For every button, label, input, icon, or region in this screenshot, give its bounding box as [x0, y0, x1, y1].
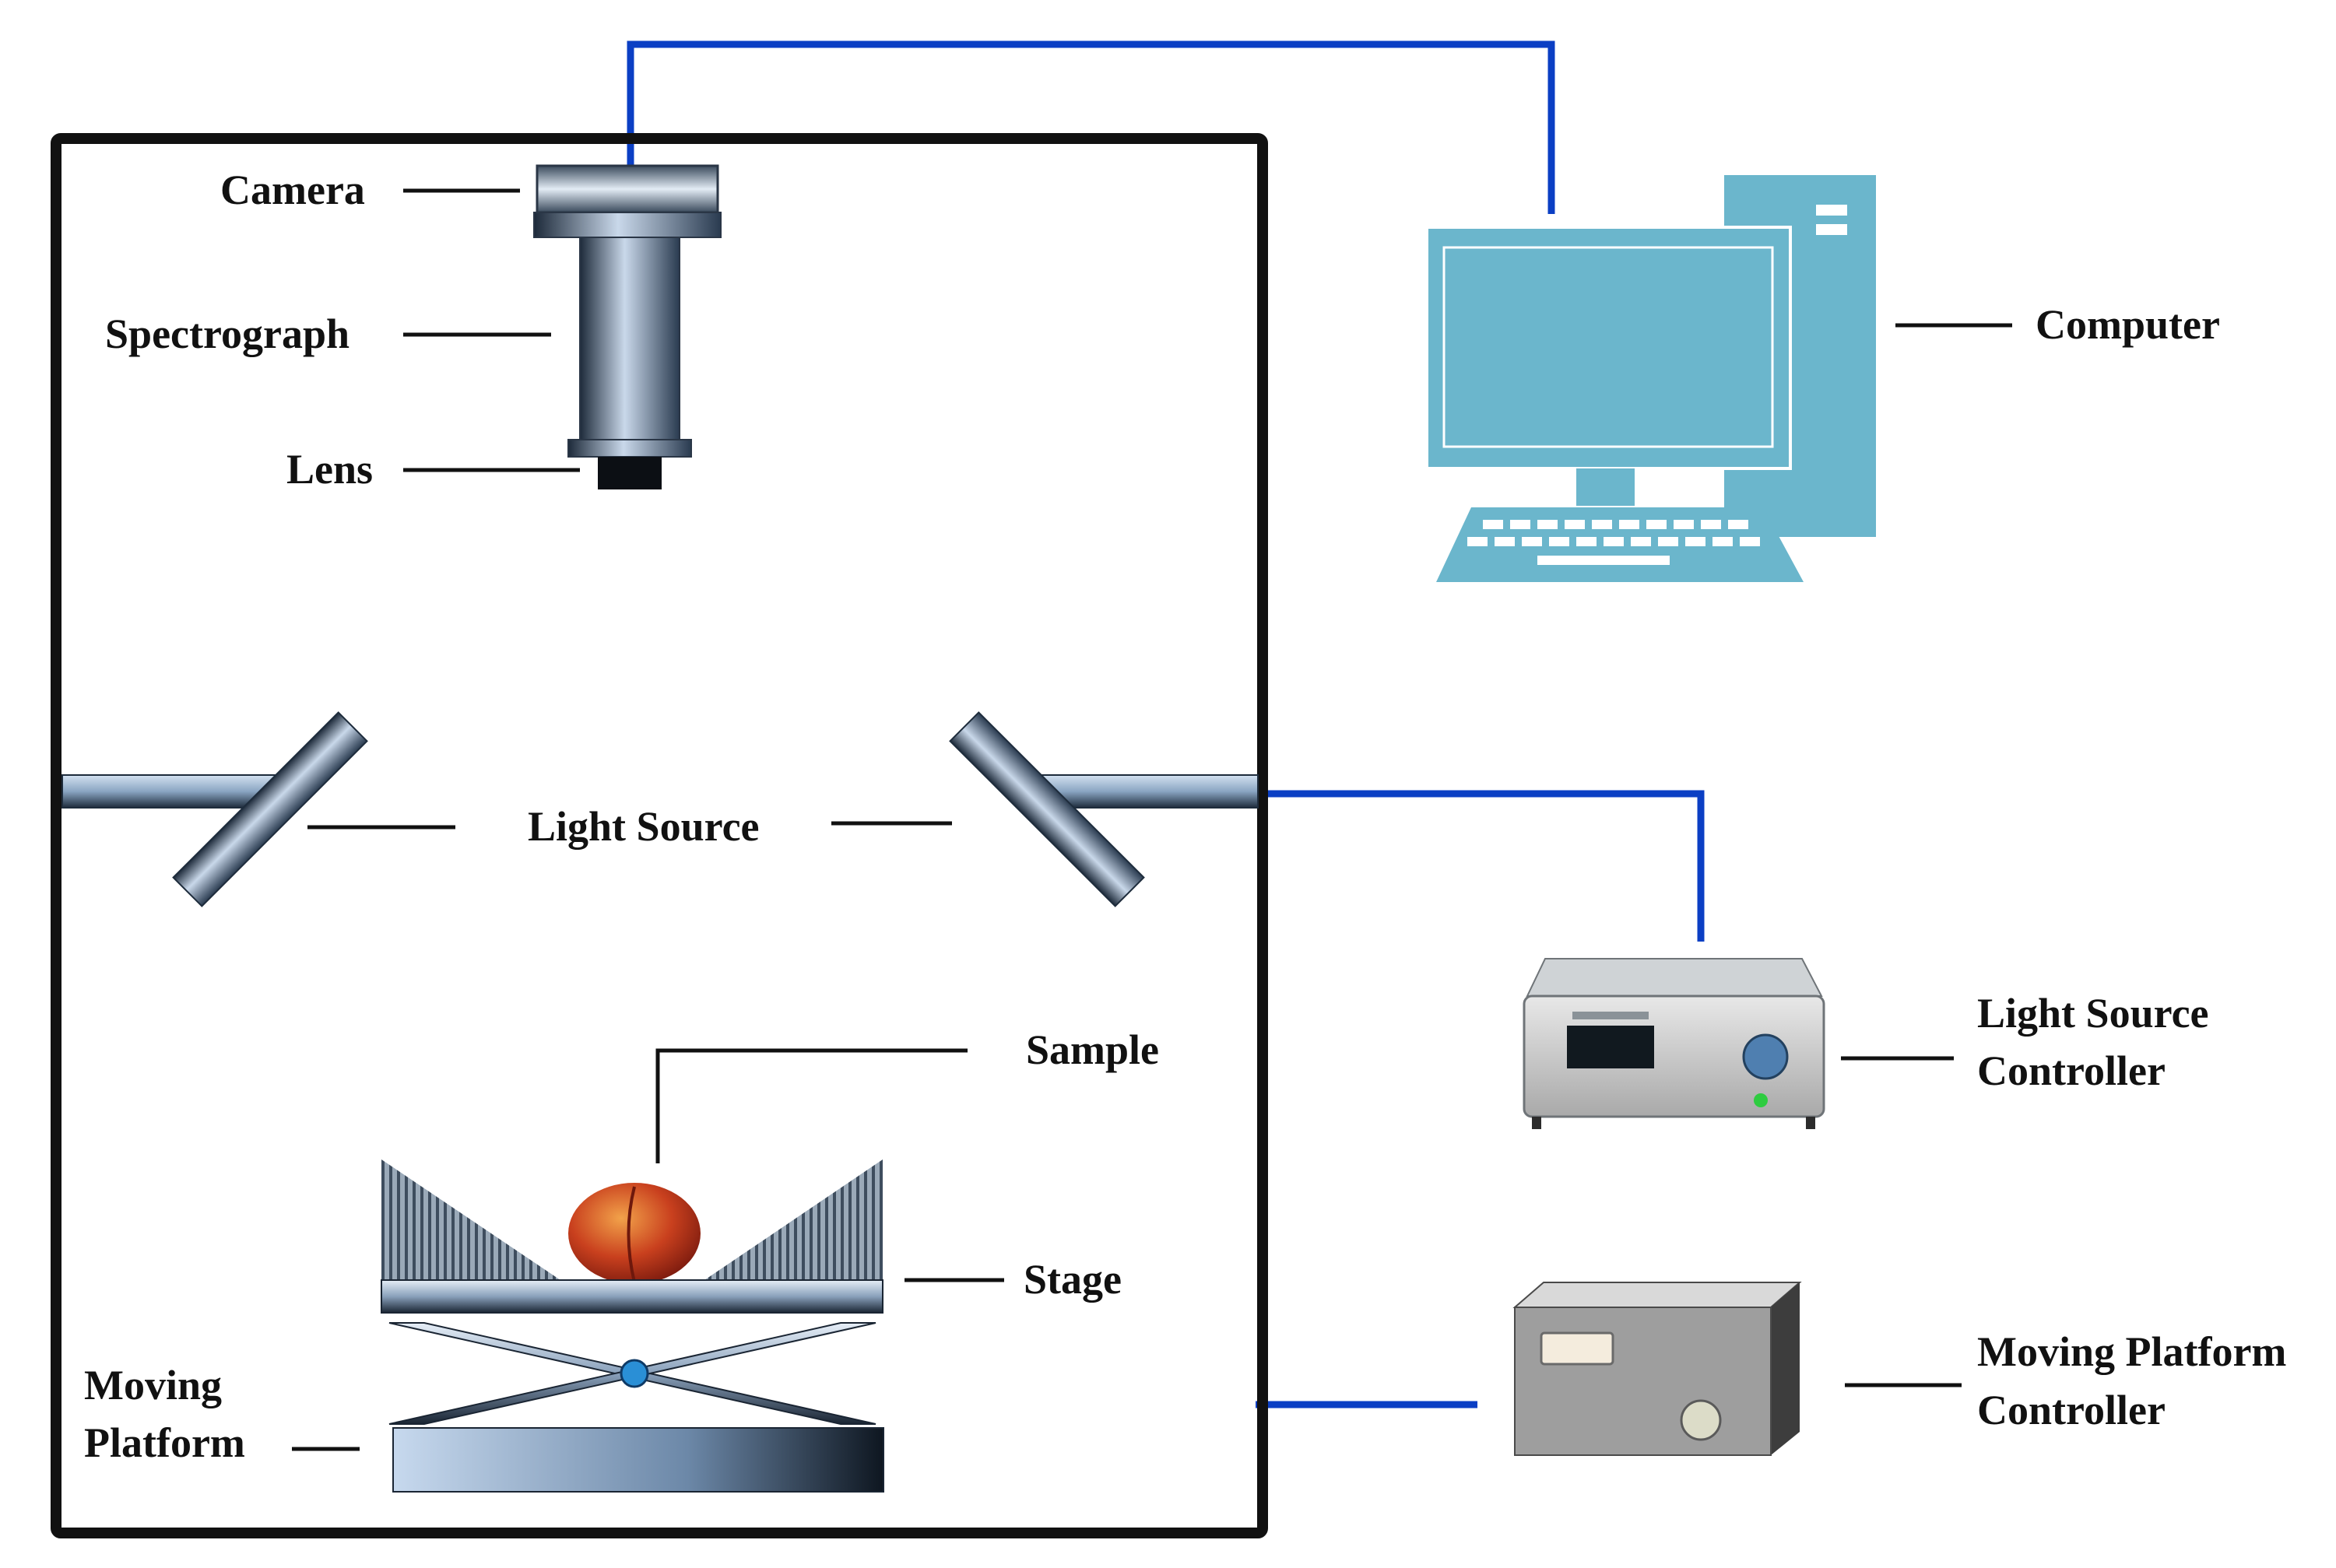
- stage-ramp-right: [704, 1159, 883, 1280]
- stage-ramp-left: [381, 1159, 560, 1280]
- imaging-enclosure: [51, 133, 1268, 1538]
- moving-platform-controller-device: [1512, 1282, 1802, 1456]
- mpc-side: [1771, 1282, 1800, 1455]
- camera-computer-wire: [627, 40, 1555, 214]
- mpc-top: [1512, 1282, 1802, 1308]
- lsc-power-indicator: [1754, 1093, 1768, 1107]
- light-source-controller-label-line1: Light Source: [1977, 990, 2209, 1037]
- camera-plate: [533, 212, 722, 238]
- monitor-screen: [1442, 246, 1774, 448]
- labels: Camera Spectrograph Lens Light Source Sa…: [84, 167, 2286, 1466]
- lsc-top: [1526, 958, 1823, 997]
- light-source-controller-device: [1523, 958, 1825, 1129]
- lsc-label-strip: [1572, 1012, 1649, 1019]
- sample-label: Sample: [1026, 1026, 1159, 1073]
- moving-platform-label-line1: Moving: [84, 1362, 222, 1408]
- moving-platform-base: [392, 1427, 884, 1493]
- moving-platform-controller-label-line2: Controller: [1977, 1387, 2166, 1433]
- lamp-tube-left: [172, 711, 368, 907]
- light-source-controller-label-line2: Controller: [1977, 1047, 2166, 1094]
- lsc-knob: [1742, 1033, 1789, 1080]
- light-source-right: [949, 711, 1259, 907]
- stage-assembly: [381, 1159, 884, 1493]
- light-source-left: [61, 711, 368, 907]
- lens-mount: [567, 439, 692, 458]
- camera-label: Camera: [220, 167, 365, 213]
- light-source-label: Light Source: [528, 803, 760, 850]
- sample-leader: [655, 1048, 968, 1163]
- sample-peach-crease: [627, 1186, 636, 1283]
- tower-slot-1: [1816, 205, 1847, 216]
- connection-wires: [627, 40, 1705, 1408]
- mpc-display: [1540, 1331, 1614, 1366]
- lens-body: [598, 457, 662, 489]
- lsc-display: [1567, 1026, 1654, 1068]
- lens-label: Lens: [286, 446, 373, 493]
- lsc-foot-left: [1532, 1117, 1541, 1129]
- stage-plate: [381, 1279, 883, 1314]
- leader-lines: [292, 188, 2012, 1451]
- scissor-pivot: [620, 1359, 649, 1388]
- monitor-neck: [1576, 468, 1635, 506]
- spectrograph-body: [579, 237, 680, 440]
- mpc-knob: [1680, 1399, 1722, 1441]
- camera-assembly: [533, 164, 722, 489]
- lamp-tube-right: [949, 711, 1145, 907]
- spectrograph-label: Spectrograph: [105, 310, 350, 357]
- camera-body: [536, 164, 719, 214]
- lamp-rail-right: [1019, 774, 1259, 809]
- keyboard-keys: [1467, 520, 1760, 565]
- tower-slot-2: [1816, 224, 1847, 235]
- light-source-controller-wire: [1256, 790, 1705, 942]
- computer-icon: [1425, 175, 1876, 582]
- computer-label: Computer: [2036, 301, 2220, 348]
- mpc-front: [1514, 1307, 1772, 1456]
- moving-platform-label-line2: Platform: [84, 1419, 245, 1466]
- moving-platform-controller-label-line1: Moving Platform: [1977, 1328, 2286, 1375]
- stage-label: Stage: [1024, 1256, 1122, 1303]
- lsc-foot-right: [1806, 1117, 1815, 1129]
- sample-peach: [568, 1183, 701, 1284]
